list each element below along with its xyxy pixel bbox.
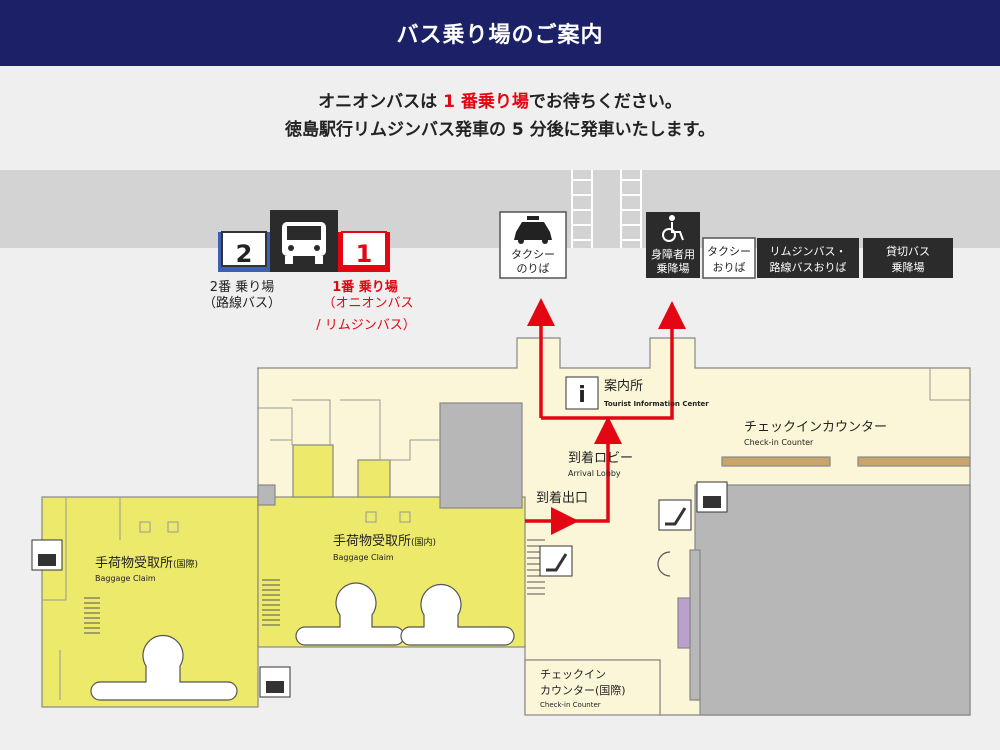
bus-icon [270, 210, 338, 272]
elevator-icon [696, 481, 728, 513]
svg-text:のりば: のりば [517, 262, 550, 275]
svg-text:2: 2 [236, 240, 253, 268]
taxi-dropoff-sign: タクシー おりば [702, 237, 756, 279]
checkin-intl-en: Check-in Counter [540, 701, 601, 709]
interior-walls [42, 368, 970, 700]
svg-text:乗降場: 乗降場 [892, 260, 925, 274]
stop-2-sign: 2 [218, 231, 270, 272]
svg-text:乗降場: 乗降場 [657, 261, 690, 275]
checkin-label: チェックインカウンター [744, 420, 887, 435]
stop-1-sign: 1 [338, 231, 390, 272]
baggage-domestic-en: Baggage Claim [333, 553, 394, 562]
route-to-accessible [541, 301, 686, 420]
escalator-icon [539, 545, 573, 577]
svg-text:i: i [578, 383, 586, 408]
page-header: バス乗り場のご案内 [0, 0, 1000, 66]
checkin-intl-label: チェックイン [540, 668, 606, 681]
svg-text:タクシー: タクシー [707, 245, 751, 258]
svg-text:タクシー: タクシー [511, 248, 555, 261]
stop-1-label: 1番 乗り場 [332, 279, 398, 295]
accessible-sign: 身障者用 乗降場 [646, 212, 700, 278]
arrival-exit-label: 到着出口 [536, 490, 588, 506]
checkin-en: Check-in Counter [744, 438, 814, 447]
notice-highlight: 1 番乗り場 [443, 92, 529, 112]
svg-text:身障者用: 身障者用 [651, 247, 695, 261]
baggage-domestic-label: 手荷物受取所(国内) [333, 534, 436, 549]
arrival-lobby-en: Arrival Lobby [568, 469, 621, 478]
elevator-icon [31, 539, 63, 571]
baggage-intl-en: Baggage Claim [95, 574, 156, 583]
info-center-label: 案内所 [604, 378, 643, 394]
svg-text:おりば: おりば [713, 261, 746, 274]
route-arrows [525, 298, 686, 535]
stop-1-sublabel: （オニオンバス [322, 296, 413, 311]
escalator-icon [658, 499, 692, 531]
svg-text:リムジンバス・: リムジンバス・ [770, 245, 847, 258]
info-center-en: Tourist Information Center [604, 400, 709, 408]
svg-text:貸切バス: 貸切バス [886, 244, 930, 258]
arrival-lobby-label: 到着ロビー [568, 450, 633, 466]
charter-bus-sign: 貸切バス 乗降場 [863, 238, 953, 278]
stairs [84, 539, 545, 634]
notice-line-2: 徳島駅行リムジンバス発車の 5 分後に発車いたします。 [285, 120, 715, 140]
checkin-intl-label-2: カウンター(国際) [540, 684, 626, 697]
info-icon: i [565, 376, 599, 410]
baggage-intl-label: 手荷物受取所(国際) [95, 556, 198, 571]
curved-ramp [657, 551, 671, 577]
taxi-icon [514, 216, 552, 244]
notice-line-1: オニオンバスは 1 番乗り場でお待ちください。 [318, 92, 682, 112]
stop-2-sublabel: （路線バス） [203, 295, 281, 311]
route-exit-to-lobby [565, 416, 622, 523]
taxi-pickup-sign: タクシー のりば [499, 211, 567, 279]
wheelchair-icon [662, 215, 684, 242]
svg-text:1: 1 [356, 240, 373, 268]
svg-text:路線バスおりば: 路線バスおりば [770, 260, 847, 274]
crosswalk [571, 170, 642, 248]
page-title: バス乗り場のご案内 [396, 23, 604, 48]
elevator-icon [259, 666, 291, 698]
limousine-dropoff-sign: リムジンバス・ 路線バスおりば [757, 238, 859, 278]
stop-1-sublabel-2: / リムジンバス） [316, 318, 416, 333]
notice-text: オニオンバスは 1 番乗り場でお待ちください。 徳島駅行リムジンバス発車の 5 … [0, 88, 1000, 144]
stop-2-label: 2番 乗り場 [210, 280, 274, 295]
baggage-carousels [90, 582, 515, 701]
